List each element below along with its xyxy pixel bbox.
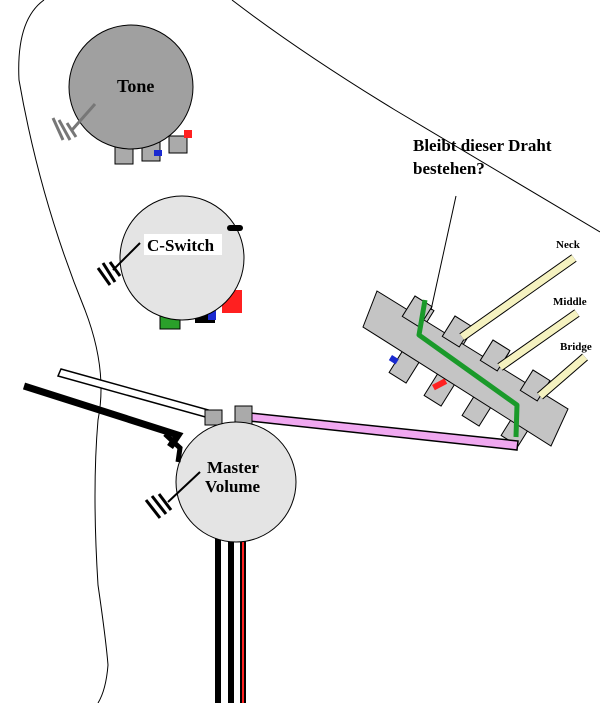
middle-label: Middle: [553, 296, 587, 308]
c-switch-ground-icon: [96, 261, 122, 286]
c-switch-pot-body: [119, 195, 245, 321]
tone-red-wire-stub: [184, 130, 192, 138]
master-lug-right: [234, 405, 253, 425]
guitar-body-outline: [18, 0, 600, 703]
c-switch-label: C-Switch: [147, 236, 215, 255]
c-switch-pot: C-Switch: [96, 195, 245, 330]
middle-wire: [497, 310, 580, 370]
white-input-wire: [56, 368, 214, 419]
bridge-label: Bridge: [560, 341, 592, 353]
c-switch-label-bg: [144, 234, 222, 255]
c-switch-blue-stub: [208, 308, 216, 320]
master-label-line-2: Volume: [205, 477, 261, 496]
master-volume-pot: Master Volume: [22, 368, 519, 703]
neck-label: Neck: [556, 239, 581, 251]
pickup-selector-switch: Neck Middle Bridge: [362, 239, 592, 447]
switch-blue-stub: [388, 355, 399, 365]
tone-pot: Tone: [51, 24, 194, 165]
question-pointer-line: [430, 195, 457, 311]
tone-ground-icon: [51, 117, 78, 141]
tone-label: Tone: [117, 76, 154, 96]
neck-wire: [459, 255, 577, 340]
tone-blue-wire-stub: [154, 150, 162, 156]
master-ground-wire: [167, 471, 201, 503]
switch-red-stub: [432, 378, 448, 391]
tone-pot-body: [68, 24, 194, 150]
master-pot-body: [175, 421, 297, 543]
c-switch-ground-wire: [112, 242, 141, 271]
tone-lug-3: [168, 135, 188, 154]
green-jumper-wire: [416, 299, 520, 438]
master-lug-left: [204, 409, 223, 426]
master-black-wire-hook: [163, 432, 183, 463]
master-label-line-1: Master: [207, 458, 259, 477]
tone-ground-wire: [70, 103, 97, 131]
bridge-wire: [537, 354, 588, 399]
question-line-2: bestehen?: [413, 159, 485, 178]
master-ground-icon: [144, 493, 173, 519]
question-line-1: Bleibt dieser Draht: [413, 136, 552, 155]
